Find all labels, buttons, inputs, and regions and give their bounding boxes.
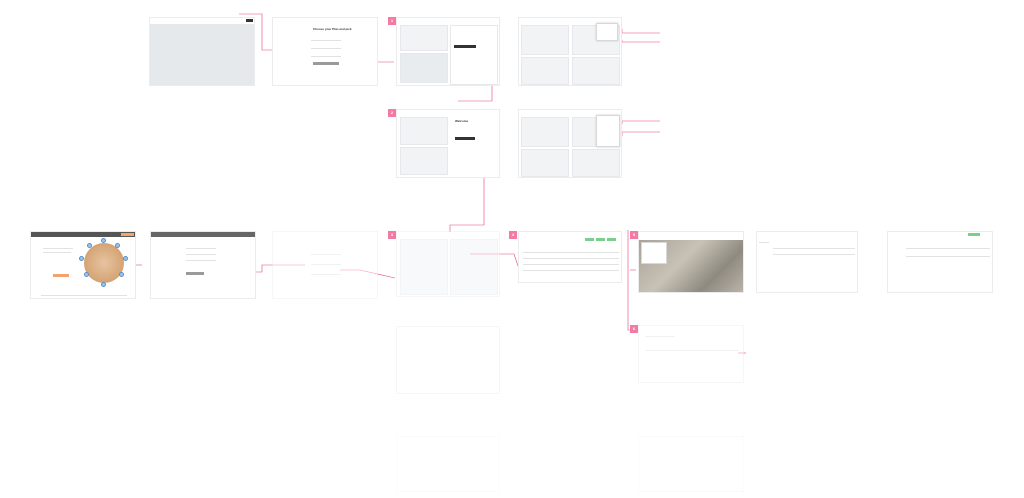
step-2-cta[interactable] [455, 137, 475, 140]
step-badge-4: 4 [509, 231, 517, 239]
step-badge-3: 3 [388, 231, 396, 239]
feature-dot-icon [79, 256, 84, 261]
feature-dot-icon [115, 243, 120, 248]
frame-map-view [638, 231, 744, 293]
plan-continue-button[interactable] [313, 62, 339, 65]
frame-signup-form [150, 231, 256, 299]
frame-dashboard-table [518, 231, 622, 283]
card-left-lower [400, 147, 448, 175]
frame-admin-detail [887, 231, 993, 293]
site-header [31, 232, 135, 237]
card-left-lower [400, 53, 448, 83]
frame-step-3-empty [396, 326, 500, 394]
dropdown-menu[interactable] [596, 115, 620, 147]
grid-cell-1 [521, 25, 569, 55]
welcome-title: Welcome [455, 119, 469, 123]
step-badge-2: 2 [388, 109, 396, 117]
form-field-3[interactable] [186, 260, 216, 261]
table-row[interactable] [906, 256, 990, 257]
frame-step-2-grid [518, 109, 622, 178]
hero-copy-1 [43, 248, 73, 249]
status-button[interactable] [968, 233, 980, 236]
site-header [151, 232, 255, 237]
summary-line [645, 350, 739, 351]
action-button-1[interactable] [585, 238, 594, 241]
hero-copy-2 [43, 252, 71, 253]
table-row[interactable] [906, 248, 990, 249]
table-row[interactable] [523, 258, 619, 259]
grid-cell-3 [521, 57, 569, 85]
card-right [450, 25, 498, 85]
card-right [450, 239, 498, 295]
form-field-2[interactable] [186, 254, 216, 255]
plan-field-2[interactable] [311, 48, 341, 49]
dropdown-menu[interactable] [596, 23, 618, 41]
frame-step-2: Welcome [396, 109, 500, 178]
feature-dot-icon [101, 282, 106, 287]
plan-field-3[interactable] [311, 56, 341, 57]
feature-dot-icon [119, 272, 124, 277]
frame-landing-placeholder [149, 17, 255, 86]
step-badge-1: 1 [388, 17, 396, 25]
confirm-field-2[interactable] [311, 264, 341, 265]
frame-order-summary [638, 325, 744, 383]
step-badge-6: 6 [630, 325, 638, 333]
top-nav [150, 18, 254, 24]
feature-dot-icon [84, 272, 89, 277]
hero-cta[interactable] [53, 274, 69, 277]
grid-cell-4 [572, 57, 620, 85]
frame-step-3 [396, 231, 500, 297]
summary-line [645, 336, 675, 337]
frame-bottom-1 [396, 436, 500, 492]
feature-dot-icon [101, 238, 106, 243]
frame-step-1 [396, 17, 500, 86]
form-field-1[interactable] [186, 248, 216, 249]
logo-strip [41, 295, 127, 296]
nav-button[interactable] [246, 19, 253, 22]
confirm-field-3[interactable] [311, 274, 341, 275]
feature-dot-icon [123, 256, 128, 261]
grid-cell-4 [572, 149, 620, 177]
table-row[interactable] [523, 264, 619, 265]
form-submit-button[interactable] [186, 272, 204, 275]
table-row[interactable] [773, 248, 855, 249]
house-illustration [79, 238, 129, 288]
action-button-2[interactable] [596, 238, 605, 241]
confirm-field-1[interactable] [311, 254, 341, 255]
map-side-panel [641, 242, 667, 264]
grid-cell-1 [521, 117, 569, 147]
table-row[interactable] [523, 270, 619, 271]
header-cta-button[interactable] [121, 233, 134, 236]
frame-choose-plan: Choose your Plan and pick [272, 17, 378, 86]
frame-bottom-2 [638, 436, 744, 492]
plan-title: Choose your Plan and pick [313, 27, 352, 31]
card-left [400, 239, 448, 295]
card-left [400, 117, 448, 145]
frame-admin-list [756, 231, 858, 293]
sidebar [759, 242, 769, 243]
step-1-cta[interactable] [454, 45, 476, 48]
hero-placeholder [150, 24, 254, 85]
frame-confirm [272, 231, 378, 299]
plan-field-1[interactable] [311, 40, 341, 41]
house-icon [84, 243, 124, 283]
table-row[interactable] [523, 252, 619, 253]
card-left [400, 25, 448, 51]
frame-step-1-grid [518, 17, 622, 86]
grid-cell-3 [521, 149, 569, 177]
action-button-3[interactable] [607, 238, 616, 241]
frame-marketing-home [30, 231, 136, 299]
step-badge-5: 5 [630, 231, 638, 239]
feature-dot-icon [87, 243, 92, 248]
table-row[interactable] [773, 254, 855, 255]
